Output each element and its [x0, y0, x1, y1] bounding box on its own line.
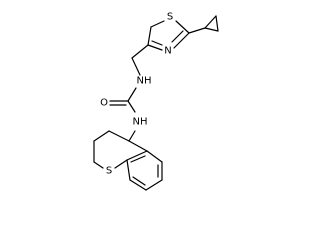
oxygen-carbonyl-label: O: [100, 98, 108, 109]
molecule-structure-canvas: S N NH O NH S: [93, 11, 219, 191]
bond: [147, 44, 163, 51]
bond: [108, 130, 130, 142]
bond: [93, 161, 104, 169]
bond: [175, 20, 190, 34]
bond: [188, 27, 206, 34]
bond: [131, 44, 149, 59]
sulfur-thiazole-label: S: [167, 12, 173, 23]
bond: [204, 27, 219, 32]
bond: [147, 26, 152, 46]
atom-labels: S N NH O NH S: [100, 12, 173, 177]
bond: [127, 87, 137, 102]
sulfur-ring-label: S: [106, 166, 112, 177]
bond: [146, 150, 163, 163]
bond: [204, 15, 217, 29]
bond-lines: [93, 15, 219, 191]
bond: [131, 57, 141, 76]
bond: [114, 159, 128, 169]
bond: [150, 20, 165, 28]
bond: [129, 179, 147, 191]
bond: [171, 30, 184, 43]
bond: [93, 130, 110, 142]
bond: [128, 140, 148, 152]
bond: [173, 32, 190, 49]
bond: [128, 130, 136, 142]
amine-nh-upper-label: NH: [137, 76, 152, 87]
bond: [126, 159, 131, 181]
bond: [132, 176, 146, 186]
bond: [126, 150, 148, 161]
bond: [130, 155, 146, 163]
bond: [127, 100, 136, 113]
nitrogen-thiazole-label: N: [164, 46, 171, 57]
amine-nh-lower-label: NH: [133, 117, 148, 128]
bond: [145, 179, 163, 191]
bond: [215, 15, 219, 32]
bond: [151, 40, 163, 46]
